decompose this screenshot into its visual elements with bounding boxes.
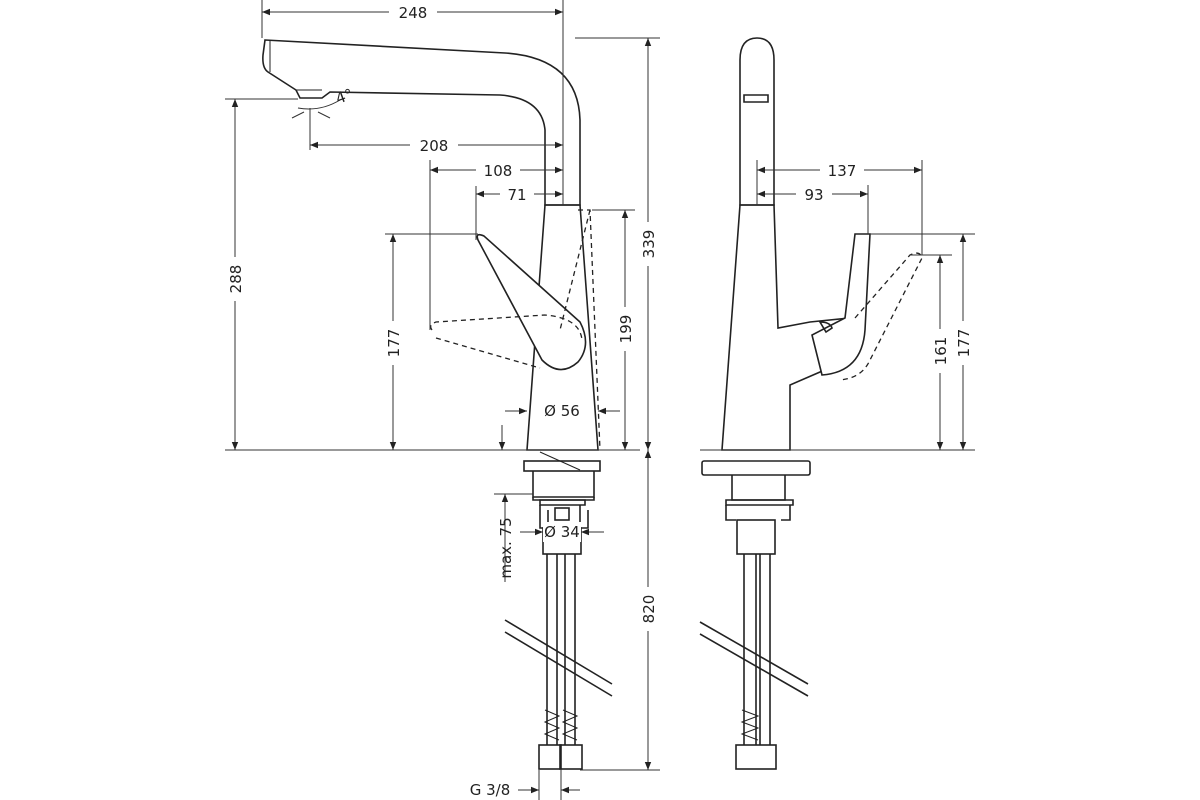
label-diameter-56: Ø 56 bbox=[544, 402, 580, 420]
reference-lines bbox=[225, 0, 975, 800]
dimension-labels: 248 208 108 71 4° 339 288 177 199 Ø 56 Ø… bbox=[225, 3, 973, 799]
label-177-side: 177 bbox=[955, 329, 973, 358]
side-shank bbox=[736, 519, 776, 555]
dimension-lines bbox=[231, 8, 967, 794]
label-108: 108 bbox=[484, 162, 513, 180]
label-161: 161 bbox=[932, 337, 950, 366]
front-view bbox=[262, 39, 613, 770]
label-208: 208 bbox=[420, 137, 449, 155]
label-angle: 4° bbox=[333, 85, 355, 108]
side-view bbox=[699, 37, 923, 770]
label-137: 137 bbox=[828, 162, 857, 180]
front-base-plate bbox=[523, 460, 601, 472]
front-lever bbox=[476, 233, 587, 371]
label-177-front: 177 bbox=[385, 329, 403, 358]
label-248: 248 bbox=[399, 4, 428, 22]
label-max-75: max. 75 bbox=[497, 517, 515, 578]
label-diameter-34: Ø 34 bbox=[544, 523, 580, 541]
front-spout bbox=[262, 39, 581, 206]
label-339: 339 bbox=[640, 230, 658, 259]
dim-angle-arc bbox=[297, 99, 341, 110]
side-lever bbox=[811, 233, 871, 376]
side-lever-dashed bbox=[839, 252, 923, 381]
label-93: 93 bbox=[804, 186, 823, 204]
side-spout bbox=[739, 37, 775, 206]
side-hoses bbox=[735, 554, 777, 770]
front-lever-dashed bbox=[430, 314, 583, 369]
label-288: 288 bbox=[227, 265, 245, 294]
label-199: 199 bbox=[617, 315, 635, 344]
label-g38: G 3/8 bbox=[470, 781, 511, 799]
side-base-plate bbox=[701, 460, 811, 476]
label-820: 820 bbox=[640, 595, 658, 624]
label-71: 71 bbox=[507, 186, 526, 204]
front-hoses bbox=[538, 554, 583, 770]
